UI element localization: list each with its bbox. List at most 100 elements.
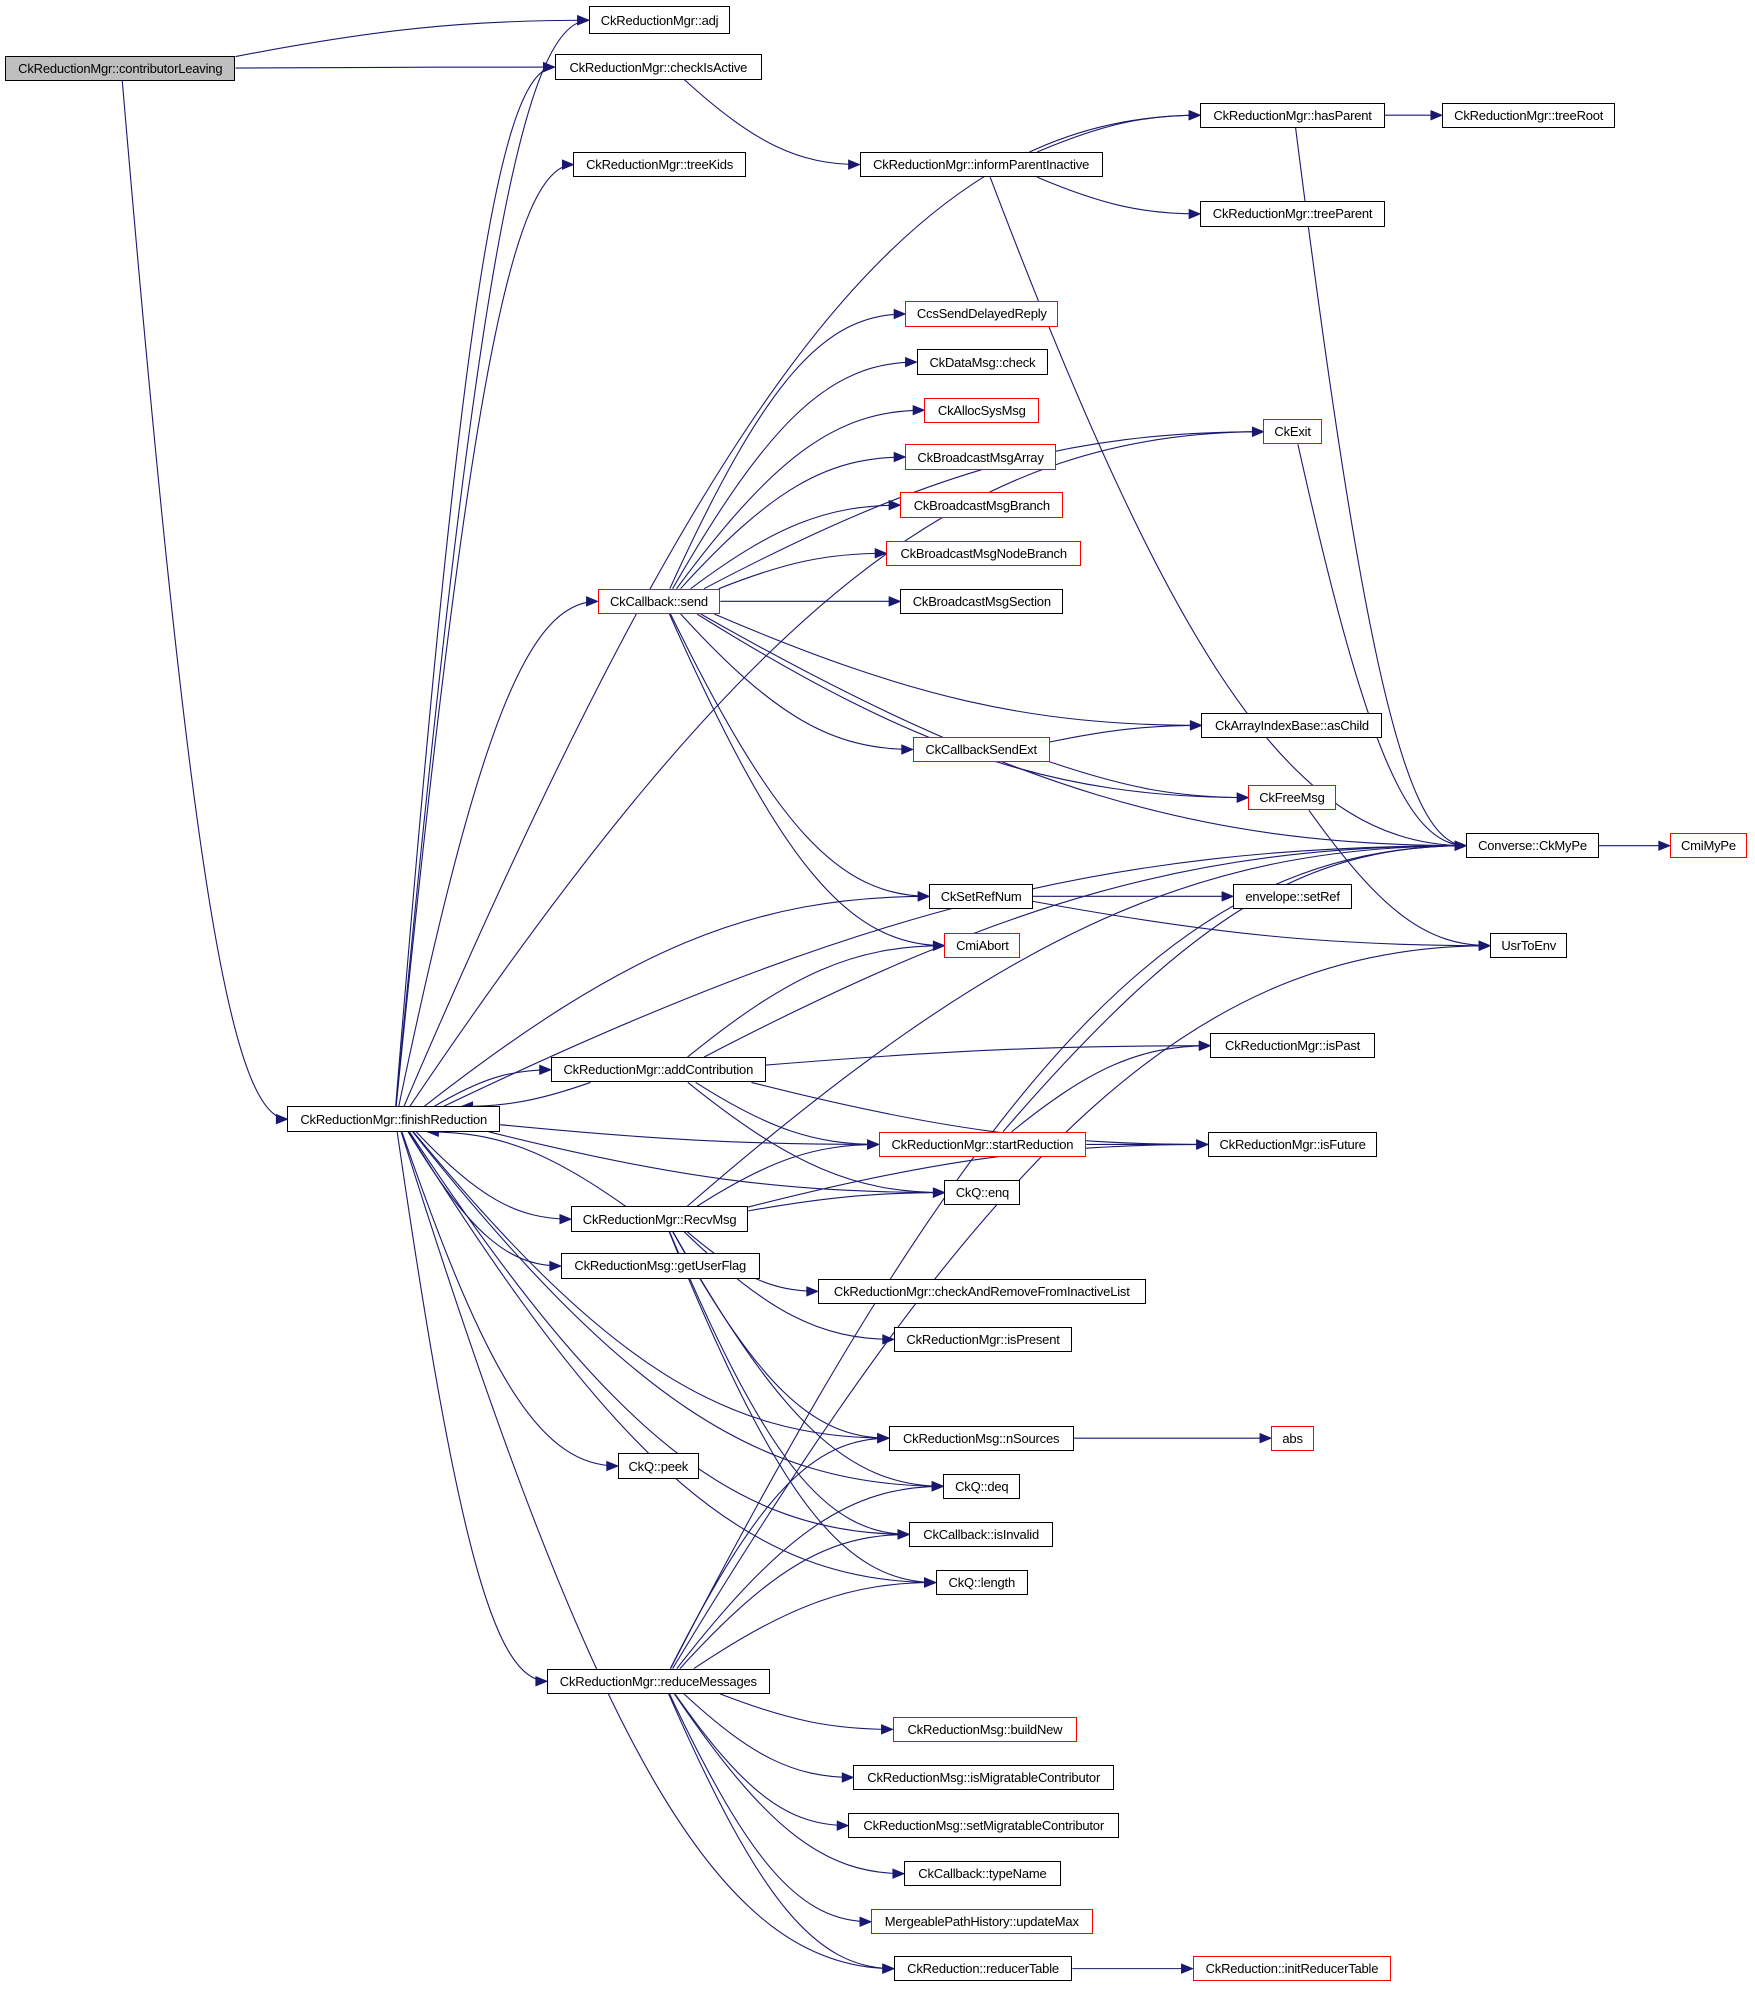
graph-node-label: CkReduction::reducerTable: [907, 1961, 1059, 1977]
call-edge-CkCallbackSend-to-CkBroadcastMsgNodeBranch: [718, 552, 887, 590]
graph-node-ck-exit[interactable]: CkExit: [1263, 419, 1322, 445]
graph-node-reduce-messages[interactable]: CkReductionMgr::reduceMessages: [546, 1668, 770, 1694]
arrowhead-icon: [1454, 840, 1468, 851]
graph-node-ck-my-pe[interactable]: Converse::CkMyPe: [1466, 833, 1599, 859]
graph-node-set-migratable[interactable]: CkReductionMsg::setMigratableContributor: [848, 1812, 1120, 1839]
graph-node-contributor-leaving[interactable]: CkReductionMgr::contributorLeaving: [5, 55, 236, 82]
graph-node-ck-free-msg[interactable]: CkFreeMsg: [1248, 784, 1336, 811]
call-edge-reduceMessages-to-UsrToEnv: [672, 945, 1491, 1669]
graph-node-label: CkReductionMgr::reduceMessages: [559, 1673, 757, 1689]
graph-node-reducer-table[interactable]: CkReduction::reducerTable: [893, 1955, 1073, 1982]
graph-node-label: CkReductionMgr::checkIsActive: [569, 59, 748, 75]
call-edge-finishReduction-to-length: [408, 1131, 936, 1584]
arrowhead-icon: [1189, 720, 1203, 731]
arrowhead-icon: [1188, 109, 1202, 121]
graph-node-label: abs: [1282, 1430, 1303, 1446]
arrowhead-icon: [1478, 940, 1492, 951]
graph-node-ck-callback-send[interactable]: CkCallback::send: [597, 588, 721, 614]
call-edge-informParentInactive-to-CkMyPe: [989, 177, 1467, 847]
graph-node-label: CkReductionMgr::isFuture: [1219, 1136, 1366, 1152]
graph-node-inform-parent-inactive[interactable]: CkReductionMgr::informParentInactive: [859, 151, 1103, 178]
graph-node-add-contribution[interactable]: CkReductionMgr::addContribution: [550, 1057, 766, 1083]
arrowhead-icon: [1221, 891, 1235, 902]
call-edge-finishReduction-to-CkSetRefNum: [423, 895, 930, 1107]
call-edge-finishReduction-to-startReduction: [500, 1124, 879, 1146]
graph-node-is-future[interactable]: CkReductionMgr::isFuture: [1207, 1131, 1378, 1158]
graph-node-label: CkFreeMsg: [1259, 790, 1325, 806]
graph-node-enq[interactable]: CkQ::enq: [944, 1179, 1021, 1206]
graph-node-peek[interactable]: CkQ::peek: [617, 1453, 699, 1479]
graph-node-finish-reduction[interactable]: CkReductionMgr::finishReduction: [287, 1106, 501, 1132]
call-edge-CkCallbackSend-to-CmiAbort: [668, 613, 945, 947]
graph-node-ck-data-msg-check[interactable]: CkDataMsg::check: [916, 349, 1049, 375]
graph-node-tree-root[interactable]: CkReductionMgr::treeRoot: [1441, 102, 1616, 128]
arrowhead-icon: [1196, 1139, 1210, 1150]
graph-node-start-reduction[interactable]: CkReductionMgr::startReduction: [878, 1131, 1087, 1158]
graph-node-adj[interactable]: CkReductionMgr::adj: [588, 6, 731, 35]
graph-node-is-present[interactable]: CkReductionMgr::isPresent: [893, 1326, 1073, 1353]
graph-node-is-invalid[interactable]: CkCallback::isInvalid: [908, 1521, 1054, 1548]
graph-node-label: CkSetRefNum: [940, 888, 1022, 904]
graph-node-label: CkCallback::isInvalid: [923, 1526, 1039, 1542]
graph-node-check-is-active[interactable]: CkReductionMgr::checkIsActive: [554, 54, 763, 80]
graph-node-has-parent[interactable]: CkReductionMgr::hasParent: [1200, 102, 1385, 128]
call-edge-reduceMessages-to-nSources: [669, 1437, 889, 1669]
graph-node-deq[interactable]: CkQ::deq: [943, 1473, 1021, 1499]
graph-node-ccs-send-delayed-reply[interactable]: CcsSendDelayedReply: [905, 301, 1059, 327]
graph-node-recv-msg[interactable]: CkReductionMgr::RecvMsg: [570, 1206, 749, 1232]
graph-node-is-past[interactable]: CkReductionMgr::isPast: [1210, 1033, 1375, 1059]
call-edge-CkCallbackSend-to-CkDataMsgCheck: [672, 361, 917, 589]
graph-node-as-child[interactable]: CkArrayIndexBase::asChild: [1201, 712, 1383, 739]
arrowhead-icon: [931, 1481, 945, 1492]
graph-node-label: CkQ::deq: [955, 1478, 1009, 1494]
graph-node-cmi-my-pe[interactable]: CmiMyPe: [1669, 833, 1748, 859]
call-edge-CkCallbackSend-to-CkMyPe: [700, 613, 1467, 847]
call-edge-finishReduction-to-checkIsActive: [395, 66, 555, 1107]
arrowhead-icon: [932, 1187, 946, 1198]
call-edge-reduceMessages-to-buildNew: [719, 1693, 893, 1730]
call-edge-checkIsActive-to-informParentInactive: [684, 79, 860, 166]
arrowhead-icon: [1181, 1963, 1194, 1974]
call-edge-finishReduction-to-reduceMessages: [396, 1131, 547, 1682]
graph-node-set-ref[interactable]: envelope::setRef: [1233, 883, 1353, 909]
call-edge-CkCallbackSend-to-asChild: [714, 613, 1202, 726]
graph-node-get-user-flag[interactable]: CkReductionMsg::getUserFlag: [560, 1253, 760, 1279]
graph-node-check-and-remove[interactable]: CkReductionMgr::checkAndRemoveFromInacti…: [817, 1278, 1146, 1304]
graph-node-tree-parent[interactable]: CkReductionMgr::treeParent: [1200, 201, 1385, 227]
call-edge-RecvMsg-to-CkMyPe: [686, 845, 1467, 1207]
graph-node-ck-callback-send-ext[interactable]: CkCallbackSendExt: [912, 736, 1050, 763]
graph-node-label: CkReductionMsg::isMigratableContributor: [867, 1769, 1101, 1785]
graph-node-label: CkReductionMgr::informParentInactive: [873, 157, 1090, 173]
graph-node-tree-kids[interactable]: CkReductionMgr::treeKids: [573, 151, 746, 178]
graph-node-usr-to-env[interactable]: UsrToEnv: [1490, 933, 1568, 959]
graph-node-is-migratable[interactable]: CkReductionMsg::isMigratableContributor: [853, 1764, 1115, 1791]
graph-node-abs[interactable]: abs: [1271, 1425, 1315, 1451]
graph-node-label: envelope::setRef: [1245, 888, 1340, 904]
call-edge-reduceMessages-to-reducerTable: [668, 1693, 894, 1970]
graph-node-update-max[interactable]: MergeablePathHistory::updateMax: [871, 1909, 1093, 1935]
graph-node-type-name[interactable]: CkCallback::typeName: [903, 1861, 1061, 1887]
graph-node-length[interactable]: CkQ::length: [935, 1569, 1028, 1596]
graph-node-ck-broadcast-msg-array[interactable]: CkBroadcastMsgArray: [905, 444, 1056, 470]
arrowhead-icon: [905, 356, 918, 368]
call-edge-reduceMessages-to-typeName: [674, 1693, 904, 1875]
graph-node-ck-alloc-sys-msg[interactable]: CkAllocSysMsg: [924, 397, 1040, 423]
call-edge-finishReduction-to-adj: [395, 19, 589, 1107]
graph-node-init-reducer-table[interactable]: CkReduction::initReducerTable: [1192, 1955, 1392, 1982]
graph-node-ck-broadcast-msg-node-branch[interactable]: CkBroadcastMsgNodeBranch: [886, 540, 1082, 566]
graph-node-cmi-abort[interactable]: CmiAbort: [944, 933, 1021, 959]
arrowhead-icon: [606, 1460, 620, 1472]
call-edge-RecvMsg-to-length: [668, 1231, 936, 1584]
call-edge-RecvMsg-to-enq: [748, 1192, 945, 1212]
call-edge-informParentInactive-to-treeParent: [1037, 176, 1201, 215]
arrowhead-icon: [924, 1577, 937, 1588]
graph-node-ck-set-ref-num[interactable]: CkSetRefNum: [929, 883, 1034, 909]
graph-node-ck-broadcast-msg-branch[interactable]: CkBroadcastMsgBranch: [900, 492, 1064, 518]
graph-node-build-new[interactable]: CkReductionMsg::buildNew: [892, 1716, 1078, 1742]
graph-node-n-sources[interactable]: CkReductionMsg::nSources: [888, 1425, 1074, 1451]
graph-node-label: CkArrayIndexBase::asChild: [1214, 717, 1369, 733]
arrowhead-icon: [893, 308, 907, 320]
graph-node-ck-broadcast-msg-section[interactable]: CkBroadcastMsgSection: [900, 588, 1064, 614]
arrowhead-icon: [1251, 426, 1265, 437]
graph-node-label: CkBroadcastMsgBranch: [913, 497, 1050, 513]
